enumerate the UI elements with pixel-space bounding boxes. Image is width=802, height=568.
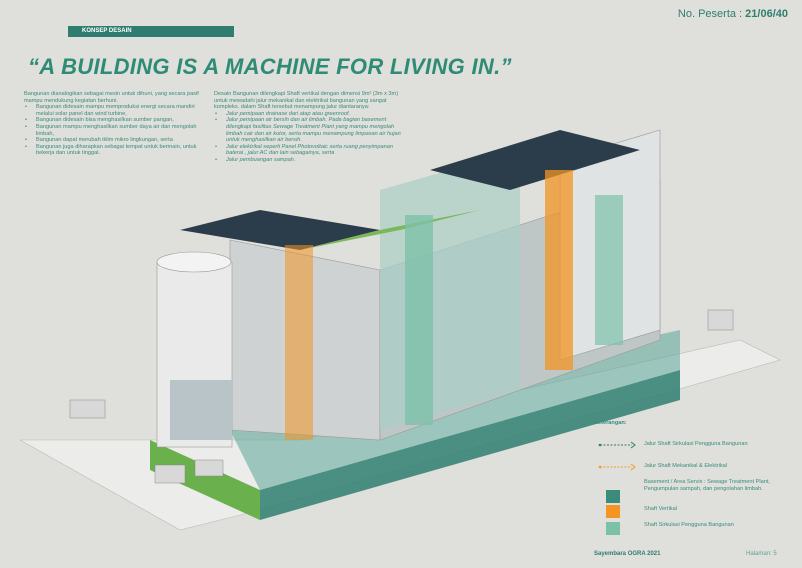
list-item: Bangunan dapat merubah iklim mikro lingk… <box>24 137 202 144</box>
footer-page-number: Halaman: 5 <box>746 551 777 557</box>
list-item: Bangunan didesain mampu memproduksi ener… <box>24 104 202 117</box>
legend-label: Basement / Area Servis : Sewage Treatmen… <box>644 479 770 492</box>
vertical-shafts <box>285 170 623 440</box>
ground-site <box>18 330 781 531</box>
main-building <box>180 129 661 441</box>
shaft-text-column: Desain Bangunan dilengkapi Shaft vertika… <box>214 91 402 164</box>
list-item: Bangunan didesain bisa menghasilkan sumb… <box>24 117 202 124</box>
list-item: Bangunan juga diharapkan sebagai tempat … <box>24 144 202 157</box>
list-item: Jalur pembuangan sampah. <box>214 157 402 164</box>
swatch-circulation-shaft <box>606 522 620 535</box>
dashed-arrow-icon <box>598 463 636 471</box>
participant-value: 21/06/40 <box>745 8 788 20</box>
swatch-vertical-shaft <box>606 505 620 518</box>
tower-cylinder <box>156 251 233 448</box>
intro-text: Bangunan dianalogikan sebagai mesin untu… <box>24 91 199 104</box>
legend-title: Keterangan: <box>594 420 627 426</box>
intro-text: Desain Bangunan dilengkapi Shaft vertika… <box>214 91 399 111</box>
list-item: Bangunan mampu menghasilkan sumber daya … <box>24 124 202 137</box>
list-item: Jalur pemipaan drainase dari atap atau g… <box>214 111 402 118</box>
trucks <box>69 309 734 484</box>
concept-text-column: Bangunan dianalogikan sebagai mesin untu… <box>24 91 202 157</box>
legend-label: Jalur Shaft Sirkulasi Pengguna Bangunan <box>644 441 748 447</box>
participant-label: No. Peserta : <box>677 8 743 20</box>
page-title: “A BUILDING IS A MACHINE FOR LIVING IN.” <box>28 54 512 79</box>
legend-label: Jalur Shaft Mekanikal & Elektrikal <box>644 463 728 469</box>
list-item: Jalur elektrikal seperti Panel Photovolt… <box>214 144 402 157</box>
participant-number: No. Peserta : 21/06/40 <box>678 8 788 20</box>
legend-label: Shaft Sirkulasi Pengguna Bangunan <box>644 522 734 528</box>
legend-label: Shaft Vertikal <box>644 506 677 512</box>
section-tag: KONSEP DESAIN <box>68 26 234 37</box>
dashed-arrow-icon <box>598 441 636 449</box>
list-item: Jalur pemipaan air bersih dan air limbah… <box>214 117 402 143</box>
swatch-basement <box>606 490 620 503</box>
footer-competition: Sayembara OGRA 2021 <box>594 551 661 557</box>
